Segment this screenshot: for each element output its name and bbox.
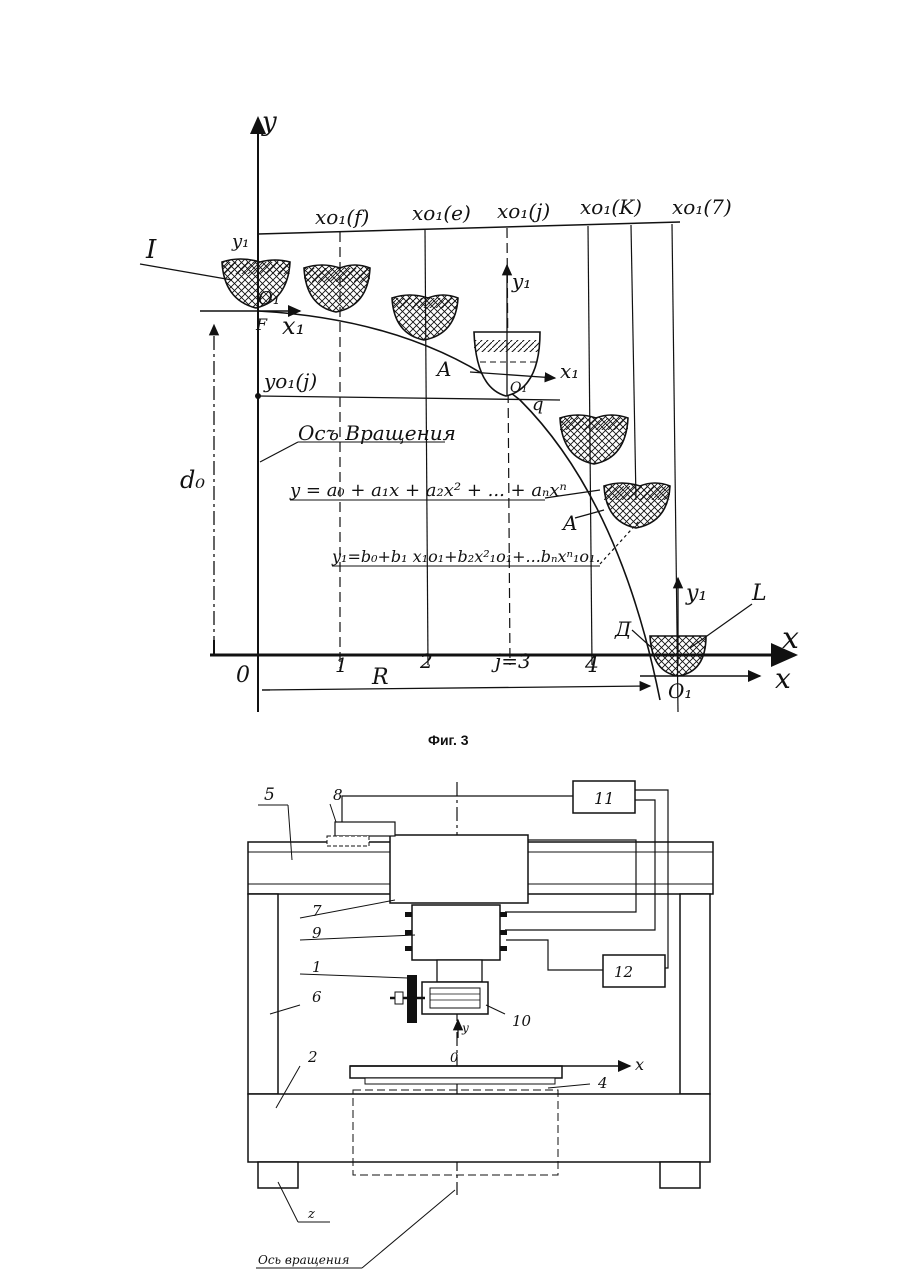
top-label-f: xo₁(f) [315,205,369,229]
part-9-bolt-1 [405,912,412,917]
label-part-2: 2 [307,1048,318,1066]
tick-2: 2 [419,649,433,673]
foot-right [660,1162,700,1188]
part-8-drive [335,822,395,836]
part-2-base [248,1094,710,1162]
tool-6 [604,483,670,528]
label-x1-top: x₁ [282,312,305,340]
y-axis-label: y [261,107,277,137]
leader-i [140,264,232,280]
label-q: q [532,394,544,415]
label-yo1j: yo₁(j) [263,369,317,393]
x-axis-label: x [782,621,799,656]
vline-5 [631,225,636,500]
tick-3: j=3 [491,649,531,673]
tool-2 [304,265,370,312]
leader-part-1 [300,974,408,978]
workpiece-base [365,1078,555,1084]
top-label-e: xo₁(e) [412,201,471,225]
part-6-column-left [248,894,278,1094]
column-right [680,894,710,1094]
height-label: d₀ [180,466,205,494]
fig4-origin: 0 [450,1051,458,1066]
label-x1-mid: x₁ [560,359,579,383]
label-y1-mid: y₁ [511,269,531,293]
label-d: Д [614,617,632,641]
foot-left [258,1162,298,1188]
leader-part-4 [548,1084,590,1088]
fig4-rotation-axis-leader [362,1190,455,1268]
top-label-7: xo₁(7) [672,195,732,219]
leader-d [632,630,652,648]
top-label-k: xo₁(K) [580,195,642,219]
label-part-11: 11 [594,789,614,808]
label-part-10: 10 [512,1012,532,1030]
tool-3 [392,295,458,340]
part-9-bolt-5 [500,930,507,935]
label-part-12: 12 [614,963,633,981]
top-label-j: xo₁(j) [497,199,550,223]
part-9-bolt-2 [405,930,412,935]
profile-curve [258,311,660,700]
part-8-drive-shaft [327,836,369,846]
leader-part-8 [330,804,336,822]
equation-2: y₁=b₀+b₁ x₁o₁+b₂x²₁o₁+...bₙxⁿ₁o₁. [331,547,601,566]
part-9-bolt-6 [500,946,507,951]
part-9-bolt-3 [405,946,412,951]
label-y1-top: y₁ [231,231,249,252]
origin-label: 0 [236,663,250,688]
fig4-rotation-axis-label: Ось вращения [258,1253,349,1267]
x1-axis-bottom-label: x [775,662,791,695]
spindle-neck [437,960,482,982]
label-part-z: z [307,1207,315,1222]
radius-label: R [371,665,389,690]
label-o1-mid: O₁ [510,380,527,396]
label-o1-bottom: O₁ [668,679,692,703]
label-f: F [255,315,268,334]
rotation-axis-label: Осъ Вращения [298,421,456,445]
leader-part-10 [486,1005,505,1014]
figure-3: y x x xo₁(f) xo₁(e) xo₁(j) xo₁(K) xo₁(7)… [140,107,799,748]
label-a1: A [435,357,451,381]
label-y1-bottom: y₁ [685,581,707,606]
wheel-nut [395,992,403,1004]
label-a2: A [561,511,577,535]
label-part-6: 6 [312,988,322,1006]
yo1-dot [255,393,261,399]
label-part-8: 8 [333,786,343,804]
part-9-bolt-4 [500,912,507,917]
vline-2 [425,230,428,665]
part-12-unit [603,955,665,987]
equation-1: y = a₀ + a₁x + a₂x² + ... + aₙxⁿ [289,480,567,501]
figure-4: y x 0 5 8 11 7 9 1 6 10 12 2 4 [248,781,713,1268]
rotation-axis-leader [260,442,298,462]
leader-l [690,604,752,648]
label-part-7: 7 [312,902,322,920]
part-7-carriage [390,835,528,903]
tick-1: 1 [335,653,348,677]
tool-5 [560,415,628,464]
part-9-spindle-head [412,905,500,960]
fig4-y-label: y [461,1021,469,1035]
wire-9-to-12 [506,940,603,970]
figure-3-caption: Фиг. 3 [428,732,469,748]
part-4-workpiece [350,1066,562,1078]
label-part-1: 1 [312,958,322,976]
label-part-4: 4 [597,1074,608,1092]
label-i: I [145,235,157,265]
label-part-5: 5 [264,785,275,805]
radius-dimension [262,686,650,690]
tool-holder-inner [430,988,480,1008]
fig4-x-label: x [635,1055,644,1074]
label-l: L [751,581,767,606]
tick-4: 4 [584,653,599,678]
